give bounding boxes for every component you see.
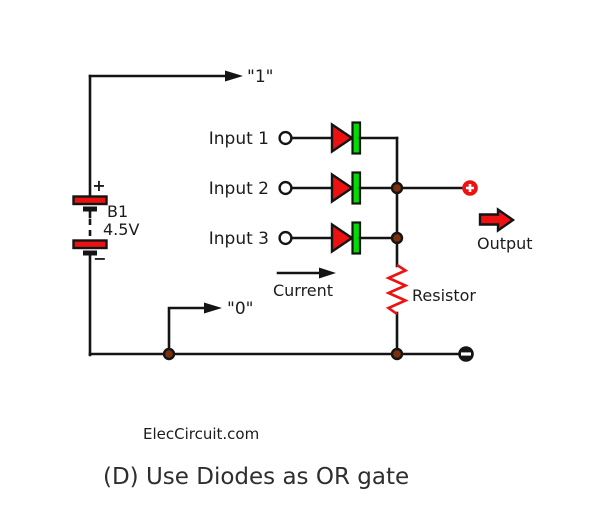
battery-cell2-positive-plate xyxy=(72,239,108,250)
output-label: Output xyxy=(477,234,533,253)
current-arrow: Current xyxy=(273,267,336,300)
resistor: Resistor xyxy=(385,263,476,316)
input-row-2: Input 2 xyxy=(209,171,399,205)
battery-cell1-positive-plate xyxy=(72,195,108,206)
logic-low-arrow: "0" xyxy=(167,299,253,356)
battery-plus-sign: + xyxy=(92,176,105,195)
battery-voltage-label: 4.5V xyxy=(103,220,139,239)
arrowhead-icon xyxy=(319,267,336,279)
output-arrow-icon xyxy=(478,207,516,233)
plus-icon xyxy=(466,184,474,192)
battery-name-label: B1 xyxy=(107,202,128,221)
battery-cell2-negative-plate xyxy=(83,250,97,256)
logic-high-arrow: "1" xyxy=(88,67,273,87)
current-label: Current xyxy=(273,281,333,300)
input-row-3: Input 3 xyxy=(209,221,399,255)
logic-high-label: "1" xyxy=(247,67,273,87)
input-1-terminal xyxy=(278,130,293,146)
diode-2-anode-icon xyxy=(330,172,355,204)
input-3-terminal xyxy=(278,230,293,246)
input-2-terminal xyxy=(278,180,293,196)
diode-3-anode-icon xyxy=(330,222,355,254)
input-row-1: Input 1 xyxy=(209,121,399,155)
watermark-text: ElecCircuit.com xyxy=(143,425,259,443)
battery-minus-sign: − xyxy=(93,249,106,268)
resistor-zigzag-icon xyxy=(385,263,409,316)
junction-dot xyxy=(162,347,176,361)
resistor-label: Resistor xyxy=(412,286,476,305)
junction-dots xyxy=(162,181,404,361)
diode-1-anode-icon xyxy=(330,122,355,154)
arrowhead-icon xyxy=(204,302,222,314)
battery-cell1-negative-plate xyxy=(83,206,97,212)
input-1-label: Input 1 xyxy=(209,129,269,149)
wire-logic-low xyxy=(167,306,208,356)
caption-text: (D) Use Diodes as OR gate xyxy=(103,464,409,490)
ground-terminal xyxy=(458,346,474,362)
junction-dot xyxy=(390,231,404,245)
junction-dot xyxy=(390,181,404,195)
battery-b1: + − B1 4.5V xyxy=(72,74,139,357)
input-2-label: Input 2 xyxy=(209,179,269,199)
input-3-label: Input 3 xyxy=(209,229,269,249)
junction-dot xyxy=(390,347,404,361)
arrowhead-icon xyxy=(225,70,243,82)
output-branch: Output xyxy=(395,180,533,253)
logic-low-label: "0" xyxy=(227,299,253,319)
